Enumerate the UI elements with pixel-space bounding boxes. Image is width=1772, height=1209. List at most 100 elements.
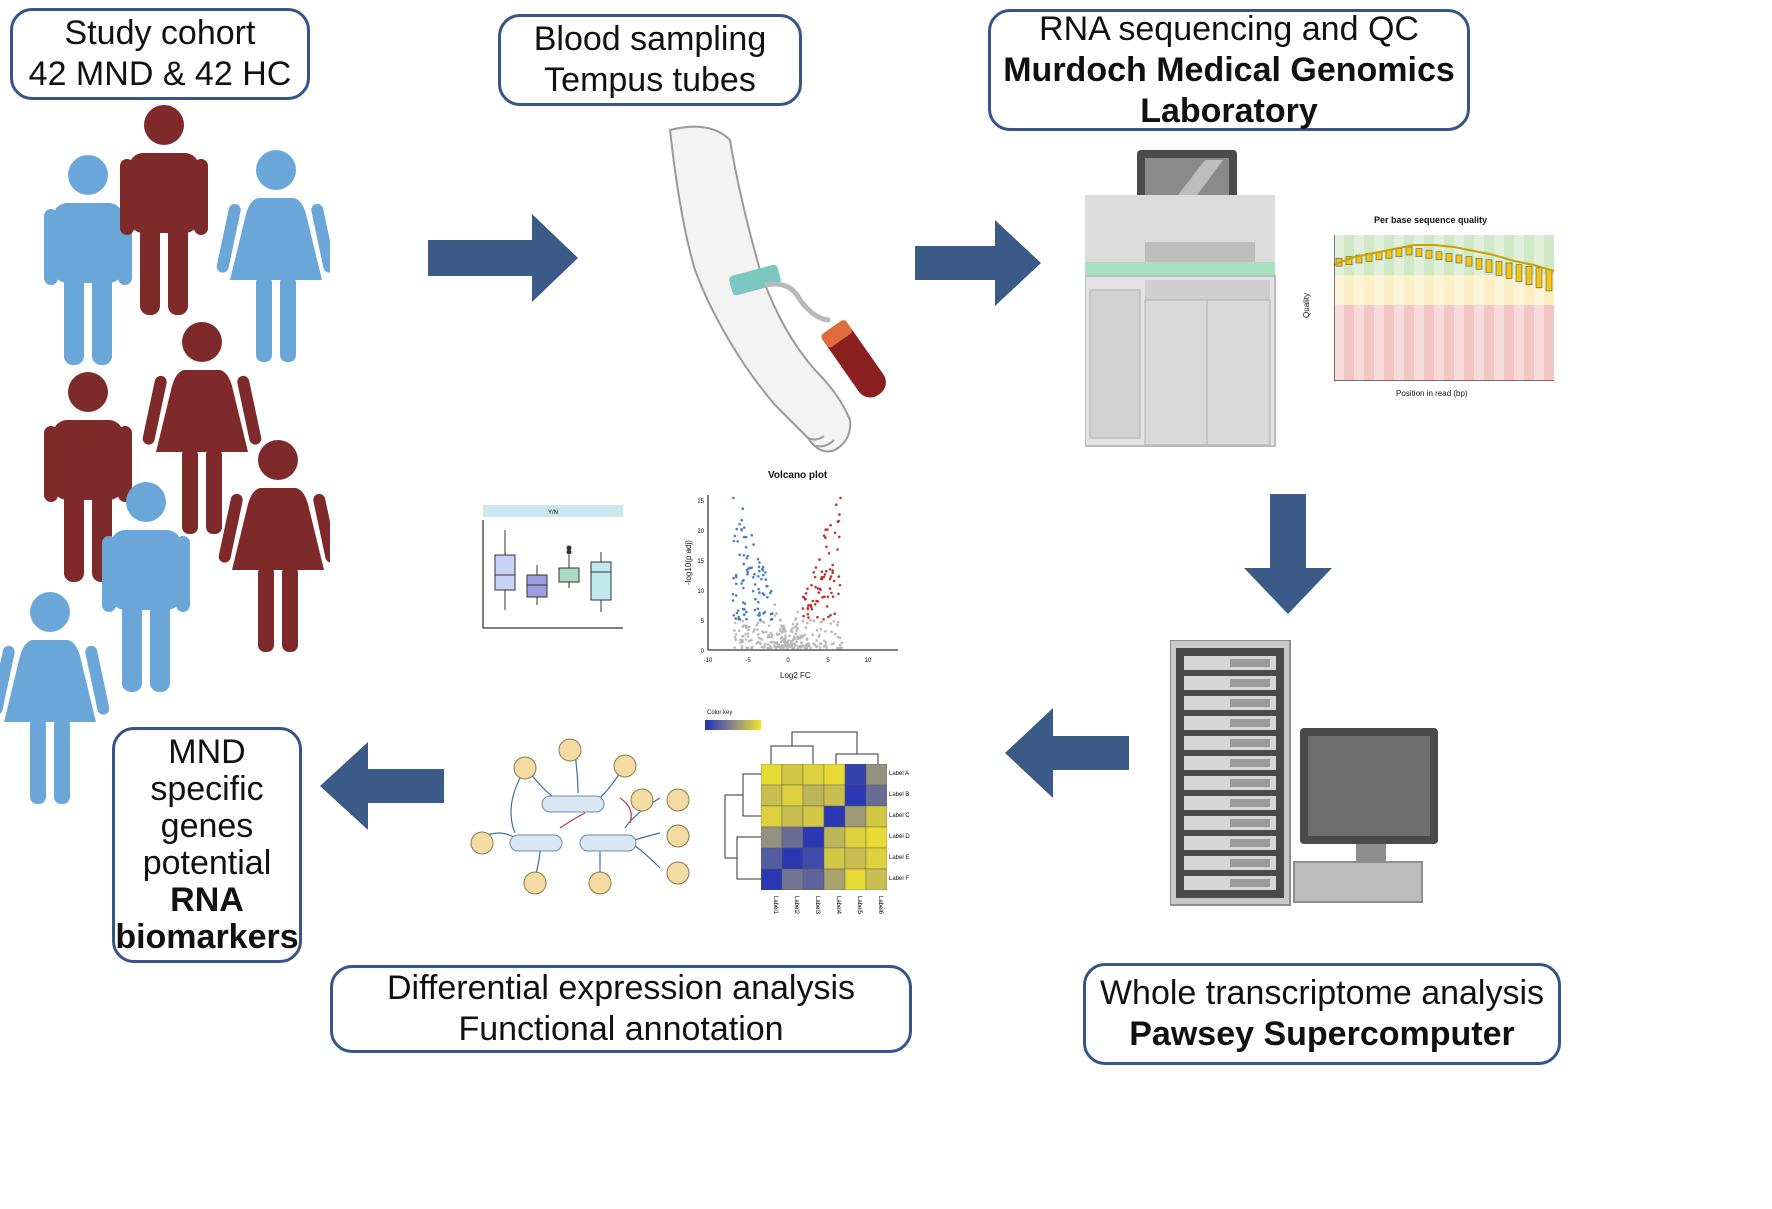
volcano-point — [746, 570, 749, 574]
volcano-point — [837, 575, 841, 578]
person-blue-woman-1 — [215, 150, 330, 362]
person-red-man-1 — [120, 105, 208, 315]
heatmap-cell — [823, 847, 846, 870]
volcano-point — [733, 534, 737, 538]
volcano-point — [737, 617, 740, 621]
heatmap-cell — [823, 826, 846, 849]
volcano-point — [801, 619, 805, 622]
volcano-point — [750, 533, 753, 537]
volcano-point — [799, 634, 802, 638]
volcano-point — [819, 627, 822, 631]
volcano-point — [744, 546, 748, 549]
volcano-point — [822, 618, 825, 621]
volcano-point — [742, 613, 746, 616]
volcano-point — [822, 534, 826, 537]
diffexp-title: Differential expression analysis — [386, 969, 856, 1007]
volcano-point — [732, 614, 736, 617]
volcano-point — [836, 520, 840, 523]
volcano-point — [823, 595, 826, 598]
volcano-x-tick: 0 — [786, 658, 790, 664]
qc-box — [1475, 257, 1483, 270]
volcano-point — [740, 518, 744, 522]
volcano-point — [739, 641, 742, 644]
volcano-point — [838, 513, 841, 516]
volcano-point — [815, 639, 818, 642]
volcano-point — [803, 633, 807, 637]
volcano-point — [791, 646, 794, 650]
volcano-point — [769, 612, 773, 616]
volcano-point — [829, 523, 832, 527]
server-slot-detail — [1230, 699, 1270, 707]
heatmap-row-dendrogram — [724, 773, 761, 880]
volcano-point — [741, 579, 745, 583]
volcano-point — [773, 603, 776, 607]
volcano-point — [805, 637, 809, 640]
volcano-point — [758, 569, 761, 573]
volcano-point — [744, 624, 747, 627]
volcano-point — [737, 615, 740, 619]
volcano-point — [836, 620, 840, 624]
volcano-point — [794, 632, 798, 635]
volcano-point — [766, 635, 769, 639]
volcano-point — [800, 641, 803, 644]
lab-name-line2: Laboratory — [1140, 91, 1318, 130]
volcano-point — [795, 622, 799, 626]
heatmap-cell — [844, 826, 867, 849]
heatmap-col-label: Label3 — [814, 896, 820, 915]
volcano-x-tick: -5 — [745, 658, 751, 664]
heatmap-cell — [865, 826, 887, 849]
heatmap-cell — [781, 847, 804, 870]
volcano-point — [734, 617, 737, 620]
volcano-point — [739, 638, 743, 642]
volcano-y-tick: 20 — [698, 529, 705, 535]
heatmap-cell — [844, 805, 867, 828]
person-red-woman-2 — [217, 440, 330, 652]
volcano-point — [778, 628, 782, 631]
volcano-y-tick: 25 — [698, 499, 705, 505]
outcome-line-4: potential — [142, 844, 272, 882]
volcano-point — [828, 577, 832, 581]
volcano-point — [750, 566, 753, 570]
volcano-x-tick: 10 — [865, 658, 872, 664]
heatmap-cell — [844, 868, 867, 890]
heatmap-row-label: Label B — [889, 792, 910, 798]
volcano-points — [731, 496, 844, 650]
volcano-point — [777, 633, 781, 636]
supercomputer-illustration — [1170, 640, 1438, 906]
volcano-point — [746, 554, 749, 558]
volcano-point — [745, 557, 749, 560]
volcano-point — [734, 633, 738, 636]
volcano-point — [806, 612, 810, 616]
volcano-point — [757, 636, 761, 640]
volcano-point — [757, 614, 760, 617]
annotation-title: Functional annotation — [458, 1010, 784, 1048]
gene-node — [513, 756, 537, 780]
volcano-point — [733, 646, 736, 649]
volcano-point — [788, 634, 791, 638]
volcano-point — [795, 640, 799, 643]
heatmap-cell — [802, 868, 825, 890]
heatmap-cell — [761, 784, 783, 807]
gene-node — [588, 871, 612, 895]
qc-stripe — [1514, 235, 1524, 381]
gene-node — [470, 831, 494, 855]
gene-network-diagram — [470, 738, 690, 895]
volcano-point — [814, 566, 818, 569]
volcano-point — [828, 587, 832, 590]
volcano-point — [806, 621, 809, 625]
volcano-point — [766, 584, 769, 588]
volcano-point — [819, 620, 823, 624]
heatmap-cell — [823, 805, 846, 828]
volcano-point — [762, 631, 765, 634]
gene-node — [613, 754, 637, 778]
volcano-point — [798, 636, 802, 640]
qc-stripe — [1334, 235, 1344, 381]
volcano-point — [755, 642, 759, 645]
qc-box — [1515, 264, 1523, 282]
volcano-point — [750, 638, 753, 642]
volcano-point — [752, 576, 755, 579]
heatmap-row-label: Label C — [889, 813, 910, 819]
volcano-point — [787, 639, 790, 642]
